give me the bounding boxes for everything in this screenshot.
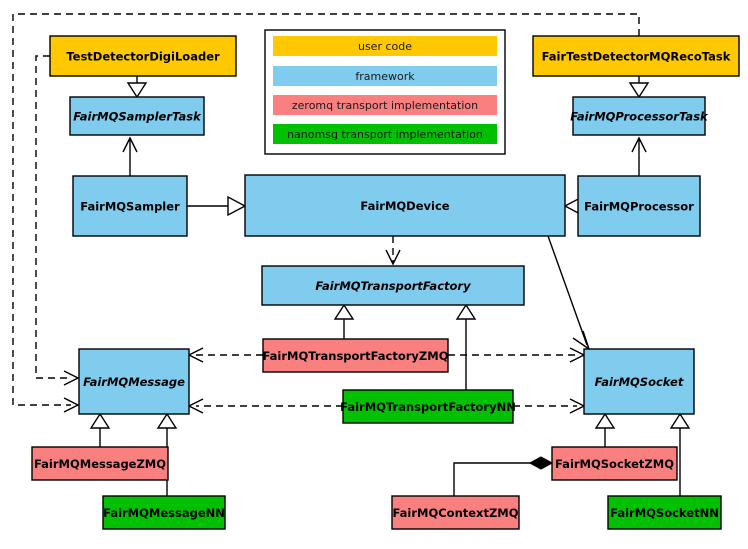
edge-samplertask-to-sampler [122, 136, 138, 176]
class-box-FairMQMessageNN[interactable] [102, 495, 226, 530]
class-node-FairMQTransportFactoryNN[interactable]: FairMQTransportFactoryNN [340, 389, 516, 424]
class-box-FairMQSocketZMQ[interactable] [551, 446, 678, 481]
edge-processortask-to-processor [631, 136, 647, 176]
edge-messagezmq-to-message [89, 412, 111, 447]
class-box-FairMQMessage[interactable] [78, 348, 190, 415]
class-node-FairMQMessageNN[interactable]: FairMQMessageNN [102, 495, 226, 530]
class-box-FairMQTransportFactory[interactable] [261, 265, 525, 306]
color-legend: user code framework zeromq transport imp… [264, 29, 506, 155]
class-box-FairMQSocket[interactable] [583, 348, 695, 415]
class-node-FairMQSamplerTask[interactable]: FairMQSamplerTask [69, 96, 205, 136]
class-box-FairMQTransportFactoryZMQ[interactable] [262, 338, 449, 373]
class-box-FairMQSampler[interactable] [72, 175, 188, 237]
class-node-FairMQProcessor[interactable]: FairMQProcessor [577, 175, 701, 237]
legend-swatch-zeromq [273, 95, 497, 115]
class-box-FairMQMessageZMQ[interactable] [31, 446, 169, 481]
edge-digiloader-to-samplertask [126, 76, 148, 99]
class-box-FairMQContextZMQ[interactable] [391, 495, 520, 530]
class-node-FairMQMessage[interactable]: FairMQMessage [78, 348, 190, 415]
legend-item-user-code: user code [273, 36, 497, 56]
edge-tfzmq-to-transportfactory [333, 303, 355, 339]
edge-device-to-transportfactory [385, 236, 401, 266]
class-node-FairMQTransportFactory[interactable]: FairMQTransportFactory [261, 265, 525, 306]
class-node-FairMQSocketNN[interactable]: FairMQSocketNN [607, 495, 722, 530]
class-box-FairMQSocketNN[interactable] [607, 495, 722, 530]
edge-digiloader-to-message [35, 55, 80, 386]
legend-swatch-user-code [273, 36, 497, 56]
legend-item-nanomsg: nanomsg transport implementation [273, 124, 497, 144]
class-node-FairMQMessageZMQ[interactable]: FairMQMessageZMQ [31, 446, 169, 481]
edge-sampler-to-device [187, 195, 247, 217]
class-box-FairMQSamplerTask[interactable] [69, 96, 205, 136]
class-box-FairMQProcessorTask[interactable] [572, 96, 706, 136]
class-node-FairMQDevice[interactable]: FairMQDevice [244, 174, 566, 237]
class-node-FairMQTransportFactoryZMQ[interactable]: FairMQTransportFactoryZMQ [262, 338, 449, 373]
edge-socketzmq-composition-contextzmq [453, 456, 554, 496]
edge-recotask-to-message [12, 13, 640, 413]
class-node-FairMQSampler[interactable]: FairMQSampler [72, 175, 188, 237]
legend-item-zeromq: zeromq transport implementation [273, 95, 497, 115]
class-node-TestDetectorDigiLoader[interactable]: TestDetectorDigiLoader [49, 35, 237, 77]
class-box-TestDetectorDigiLoader[interactable] [49, 35, 237, 77]
class-box-FairMQDevice[interactable] [244, 174, 566, 237]
legend-swatch-nanomsg [273, 124, 497, 144]
legend-swatch-framework [273, 66, 497, 86]
class-node-FairMQProcessorTask[interactable]: FairMQProcessorTask [570, 96, 709, 136]
edge-socketzmq-to-socket [594, 412, 616, 447]
class-box-FairMQProcessor[interactable] [577, 175, 701, 237]
edge-recotask-to-processortask [628, 76, 650, 99]
class-node-FairMQContextZMQ[interactable]: FairMQContextZMQ [391, 495, 520, 530]
class-box-FairMQTransportFactoryNN[interactable] [342, 389, 514, 424]
class-box-FairTestDetectorMQRecoTask[interactable] [532, 35, 740, 77]
class-node-FairTestDetectorMQRecoTask[interactable]: FairTestDetectorMQRecoTask [532, 35, 740, 77]
class-node-FairMQSocketZMQ[interactable]: FairMQSocketZMQ [551, 446, 678, 481]
legend-item-framework: framework [273, 66, 497, 86]
class-node-FairMQSocket[interactable]: FairMQSocket [583, 348, 695, 415]
edge-socketnn-to-socket [669, 412, 691, 496]
